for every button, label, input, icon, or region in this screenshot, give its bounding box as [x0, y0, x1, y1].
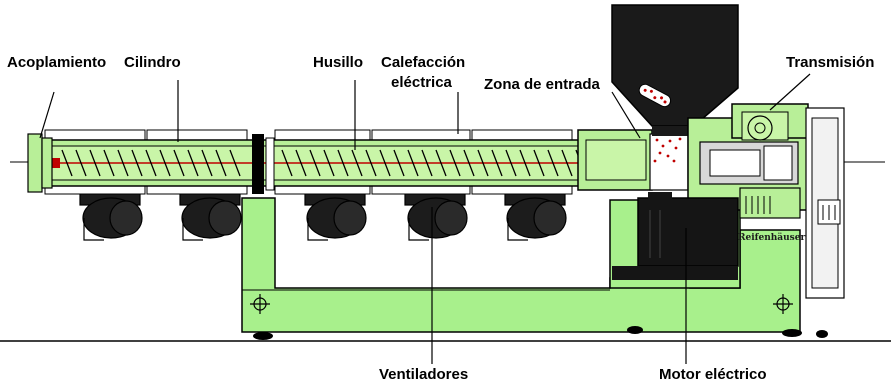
gearbox-transmission	[687, 103, 845, 299]
leader-zona-entrada	[611, 91, 641, 139]
barrel-cylinder	[29, 139, 643, 187]
label-husillo: Husillo	[313, 54, 364, 71]
label-motor-electrico: Motor eléctrico	[659, 366, 767, 383]
label-acoplamiento: Acoplamiento	[7, 54, 107, 71]
brand-plate: Reifenhäuser	[738, 233, 806, 243]
fan-2	[179, 192, 242, 241]
mount-cross-right	[773, 294, 793, 314]
fan-1	[79, 192, 143, 241]
feed-zone-block	[577, 129, 689, 191]
label-calefaccion-line2: eléctrica	[391, 74, 452, 91]
label-ventiladores: Ventiladores	[379, 366, 469, 383]
feed-hopper	[611, 4, 739, 136]
leader-acoplamiento	[39, 91, 55, 139]
coupling-flange	[27, 133, 53, 193]
leader-lines	[39, 73, 811, 364]
barrel-separator	[252, 134, 275, 194]
leader-transmision	[769, 73, 811, 111]
label-cilindro: Cilindro	[124, 54, 181, 71]
label-zona-entrada: Zona de entrada	[484, 76, 600, 93]
fan-4	[404, 192, 468, 241]
mount-cross-left	[250, 294, 270, 314]
electric-motor	[612, 192, 739, 280]
screw-flights	[61, 149, 633, 177]
fan-3	[304, 192, 367, 241]
label-transmision: Transmisión	[786, 54, 875, 71]
label-calefaccion-line1: Calefacción	[381, 54, 466, 71]
fan-5	[504, 192, 567, 241]
